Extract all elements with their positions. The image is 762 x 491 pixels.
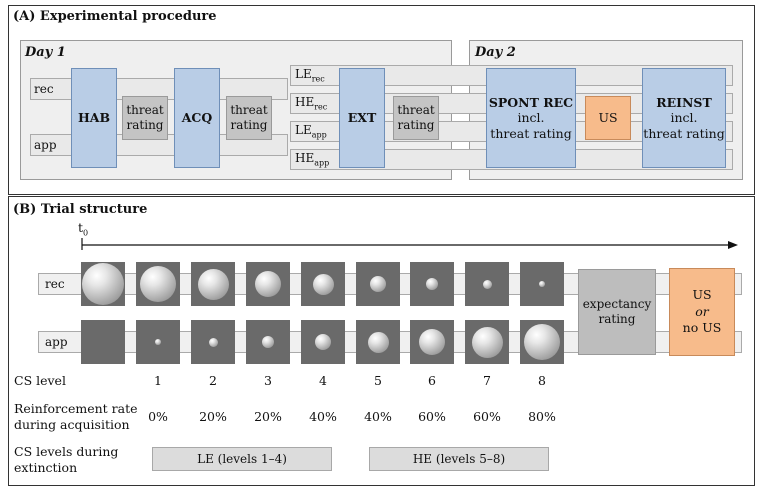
trial-track-app-label: app xyxy=(45,335,68,349)
spont-rec-box: SPONT REC incl. threat rating xyxy=(486,68,576,168)
reinst-body: incl. threat rating xyxy=(643,110,725,141)
stimulus-app-7 xyxy=(465,320,509,364)
reinforcement-rate-value: 60% xyxy=(418,409,446,424)
reinforcement-rate-value: 60% xyxy=(473,409,501,424)
track-rec-label: rec xyxy=(34,82,54,96)
expectancy-rating-box: expectancy rating xyxy=(578,269,656,355)
sphere xyxy=(419,329,445,355)
reinforcement-rate-value: 20% xyxy=(199,409,227,424)
day1-title: Day 1 xyxy=(25,45,66,60)
stimulus-app-5 xyxy=(356,320,400,364)
stimulus-rec-8 xyxy=(520,262,564,306)
outcome-no-us: no US xyxy=(682,320,722,336)
sphere xyxy=(482,279,492,289)
t0-label: t0 xyxy=(78,220,89,238)
cs-level-value: 8 xyxy=(538,373,546,388)
track-le-rec-label: LErec xyxy=(295,67,325,84)
stimulus-rec-0 xyxy=(81,262,125,306)
sphere xyxy=(208,337,218,347)
reinforcement-rate-value: 40% xyxy=(309,409,337,424)
outcome-box: US or no US xyxy=(669,268,735,356)
sphere xyxy=(370,276,386,292)
sphere xyxy=(140,266,176,302)
cs-level-value: 4 xyxy=(319,373,327,388)
sphere xyxy=(524,324,560,360)
sphere xyxy=(155,339,161,345)
time-arrow xyxy=(81,238,738,250)
sphere xyxy=(262,336,274,348)
track-he-rec-label: HErec xyxy=(295,95,328,112)
stimulus-app-3 xyxy=(246,320,290,364)
cs-level-value: 1 xyxy=(154,373,162,388)
stimulus-rec-6 xyxy=(410,262,454,306)
sphere xyxy=(426,278,438,290)
stimulus-app-1 xyxy=(136,320,180,364)
acq-box: ACQ xyxy=(174,68,220,168)
reinst-title: REINST xyxy=(656,94,712,110)
cs-level-value: 7 xyxy=(483,373,491,388)
stimulus-rec-1 xyxy=(136,262,180,306)
sphere xyxy=(197,268,229,300)
spont-rec-body: incl. threat rating xyxy=(490,110,572,141)
cs-level-value: 5 xyxy=(374,373,382,388)
le-levels-box: LE (levels 1–4) xyxy=(152,447,332,471)
sphere xyxy=(539,281,545,287)
reinforcement-rate-value: 40% xyxy=(364,409,392,424)
outcome-us: US xyxy=(692,286,712,302)
track-he-app-label: HEapp xyxy=(295,151,330,168)
stimulus-app-2 xyxy=(191,320,235,364)
track-app-label: app xyxy=(34,138,57,152)
hab-box: HAB xyxy=(71,68,117,168)
reinforcement-rate-value: 20% xyxy=(254,409,282,424)
cs-level-value: 3 xyxy=(264,373,272,388)
trial-track-rec-label: rec xyxy=(45,277,65,291)
stimulus-rec-2 xyxy=(191,262,235,306)
panel-a-title: (A) Experimental procedure xyxy=(13,9,217,24)
stimulus-app-8 xyxy=(520,320,564,364)
stimulus-app-6 xyxy=(410,320,454,364)
reinforcement-rate-value: 80% xyxy=(528,409,556,424)
spont-rec-title: SPONT REC xyxy=(488,94,574,110)
sphere xyxy=(312,273,334,295)
extinction-label: CS levels during extinction xyxy=(14,444,119,475)
sphere xyxy=(367,331,389,353)
sphere xyxy=(471,326,503,358)
cs-level-value: 6 xyxy=(428,373,436,388)
cs-level-label: CS level xyxy=(14,373,66,388)
reinforcement-rate-value: 0% xyxy=(148,409,168,424)
stimulus-app-4 xyxy=(301,320,345,364)
reinforcement-label: Reinforcement rate during acquisition xyxy=(14,401,138,432)
us-box: US xyxy=(585,96,631,140)
ext-box: EXT xyxy=(339,68,385,168)
reinst-box: REINST incl. threat rating xyxy=(642,68,726,168)
stimulus-rec-5 xyxy=(356,262,400,306)
stimulus-rec-3 xyxy=(246,262,290,306)
track-le-app-label: LEapp xyxy=(295,123,327,140)
sphere xyxy=(255,271,281,297)
threat-rating-box-2: threat rating xyxy=(226,96,272,140)
threat-rating-box-1: threat rating xyxy=(122,96,168,140)
sphere xyxy=(82,263,124,305)
threat-rating-box-3: threat rating xyxy=(393,96,439,140)
day2-title: Day 2 xyxy=(475,45,516,60)
stimulus-rec-4 xyxy=(301,262,345,306)
stimulus-app-0 xyxy=(81,320,125,364)
panel-b-title: (B) Trial structure xyxy=(13,202,148,217)
stimulus-rec-7 xyxy=(465,262,509,306)
he-levels-box: HE (levels 5–8) xyxy=(369,447,549,471)
cs-level-value: 2 xyxy=(209,373,217,388)
sphere xyxy=(315,334,331,350)
outcome-or: or xyxy=(695,303,709,319)
